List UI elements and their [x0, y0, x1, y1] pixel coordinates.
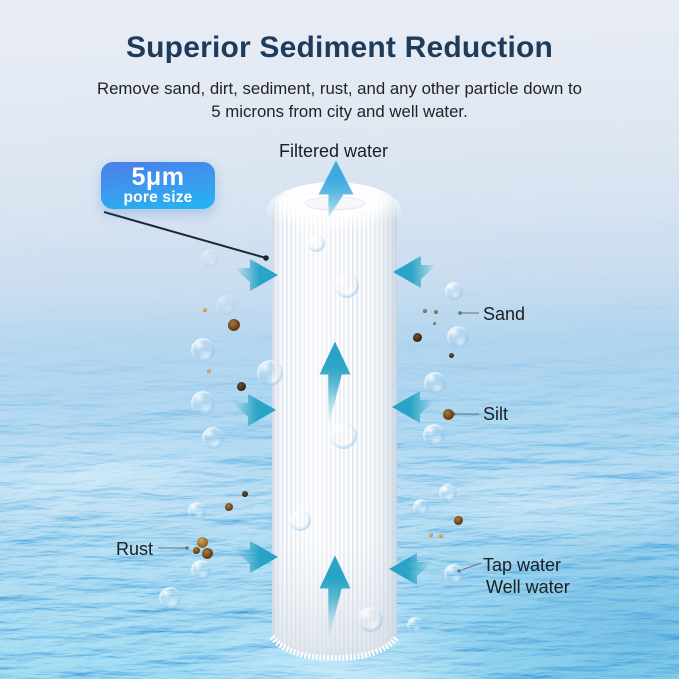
bubble	[444, 564, 464, 584]
label-rust: Rust	[116, 539, 154, 559]
bubble	[307, 234, 325, 252]
label-well-water: Well water	[486, 577, 570, 597]
bubble	[159, 587, 181, 609]
pore-size-value: 5μm	[131, 163, 185, 191]
label-tap-water: Tap water	[483, 555, 562, 575]
bubble	[423, 424, 445, 446]
label-filtered-water: Filtered water	[279, 141, 389, 161]
bubble	[357, 606, 383, 632]
particle	[192, 546, 200, 554]
pore-size-caption: pore size	[123, 189, 193, 206]
bubble	[439, 484, 457, 502]
bubble	[413, 499, 429, 515]
bubble	[216, 295, 236, 315]
bubble	[445, 282, 463, 300]
particle	[453, 515, 463, 525]
bubble	[335, 274, 359, 298]
bubble	[191, 391, 215, 415]
particle	[442, 408, 454, 420]
bubble	[191, 338, 215, 362]
bubble	[407, 617, 423, 633]
label-sand: Sand	[483, 304, 526, 324]
particle	[236, 381, 246, 391]
page-title: Superior Sediment Reduction	[125, 31, 554, 64]
leader-sand-dot	[458, 311, 462, 315]
bubble	[329, 421, 357, 449]
leader-badge-dot	[263, 255, 269, 261]
bubble	[289, 509, 311, 531]
bubble	[424, 372, 446, 394]
particle	[201, 547, 213, 559]
particle	[207, 369, 211, 373]
particle	[196, 536, 208, 548]
particle	[448, 352, 454, 358]
particle	[423, 309, 427, 313]
bubble	[447, 326, 469, 348]
particle	[432, 321, 436, 325]
bubble	[202, 427, 224, 449]
subtitle-line-2: 5 microns from city and well water.	[211, 101, 468, 121]
leader-badge	[103, 211, 267, 259]
page-subtitle: Remove sand, dirt, sediment, rust, and a…	[0, 78, 679, 123]
particle	[225, 503, 233, 511]
particle	[434, 310, 438, 314]
bubble	[257, 360, 283, 386]
particle	[228, 319, 240, 331]
filter-pleat-fringe	[269, 635, 400, 662]
leader-rust-dot	[185, 546, 189, 550]
bubble	[201, 249, 219, 267]
pore-size-badge: 5μm pore size	[101, 162, 215, 209]
particle	[429, 533, 433, 537]
bubble	[188, 502, 206, 520]
particle	[439, 534, 443, 538]
bubble	[191, 560, 211, 580]
particle	[242, 491, 248, 497]
particle	[203, 308, 207, 312]
filter-top-glow	[266, 182, 402, 242]
particle	[412, 332, 422, 342]
subtitle-line-1: Remove sand, dirt, sediment, rust, and a…	[96, 79, 583, 98]
label-silt: Silt	[483, 404, 509, 424]
